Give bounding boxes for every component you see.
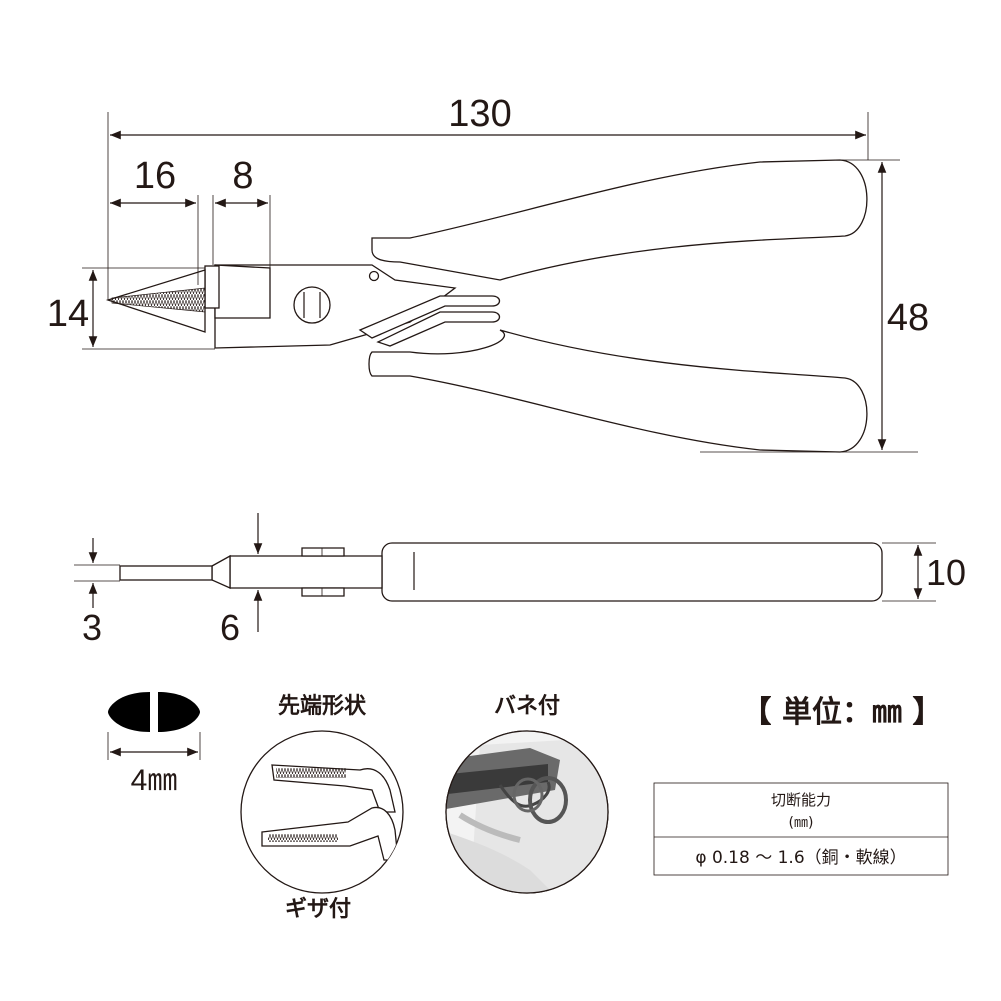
side-joint-top bbox=[301, 547, 345, 557]
upper-handle bbox=[371, 159, 868, 281]
plier-neck bbox=[214, 264, 271, 319]
capacity-value: φ 0.18 ～ 1.6（銅・軟線） bbox=[695, 848, 906, 868]
spring-detail: バネ付 bbox=[445, 694, 609, 894]
neck-insert bbox=[204, 265, 220, 309]
side-view: 3 6 10 bbox=[74, 513, 966, 648]
capacity-header-unit: (㎜) bbox=[789, 815, 814, 831]
dim-tip-thickness: 3 bbox=[82, 607, 102, 648]
lower-handle bbox=[368, 329, 868, 453]
dim-joint-thickness: 6 bbox=[220, 607, 240, 648]
tip-cross-section: 4㎜ bbox=[107, 692, 201, 797]
top-view: 130 16 8 14 48 bbox=[47, 93, 929, 453]
dim-tip-height: 14 bbox=[47, 293, 89, 335]
spring bbox=[358, 295, 501, 339]
capacity-table: 切断能力 (㎜) φ 0.18 ～ 1.6（銅・軟線） bbox=[653, 782, 949, 876]
dim-overall-length: 130 bbox=[448, 93, 511, 135]
side-head bbox=[229, 555, 383, 589]
dim-tip-width: 4㎜ bbox=[131, 764, 178, 797]
tip-shape-detail: 先端形状 ギザ付 bbox=[240, 694, 404, 922]
side-tip bbox=[119, 565, 213, 581]
dim-handle-thickness: 10 bbox=[926, 552, 966, 593]
pivot-screw bbox=[293, 286, 331, 324]
jaw-serration bbox=[111, 287, 206, 313]
side-handle bbox=[381, 542, 883, 602]
side-taper bbox=[211, 554, 231, 590]
side-joint-bottom bbox=[301, 587, 345, 597]
dim-neck-length: 8 bbox=[232, 155, 253, 197]
dim-tip-length: 16 bbox=[134, 155, 176, 197]
tip-section-right bbox=[158, 692, 200, 732]
tip-shape-label: 先端形状 bbox=[278, 694, 367, 719]
spring-label: バネ付 bbox=[494, 694, 560, 719]
tip-section-left bbox=[108, 692, 150, 732]
serrated-label: ギザ付 bbox=[285, 897, 351, 922]
pivot-pin bbox=[368, 270, 380, 282]
unit-label: 【 単位：㎜ 】 bbox=[742, 695, 943, 730]
dim-handle-span: 48 bbox=[887, 297, 929, 339]
capacity-header: 切断能力 bbox=[771, 791, 831, 809]
